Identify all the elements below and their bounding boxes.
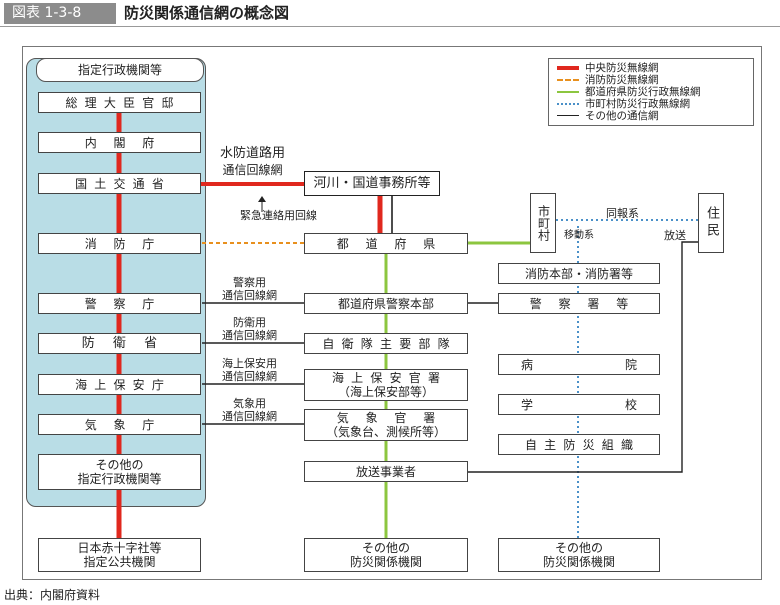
volunteer-org-box: 自主防災組織 (498, 434, 660, 455)
agency-group-title: 指定行政機関等 (36, 58, 204, 82)
emergency-line-label: 緊急連絡用回線 (240, 209, 317, 222)
police-hq-box: 都道府県警察本部 (304, 293, 468, 314)
municipality-box: 市町村 (530, 193, 556, 253)
met-office-line1: 気象官署 (336, 411, 452, 425)
met-office-box: 気象官署 （気象台、測候所等） (304, 409, 468, 441)
emergency-arrowhead (258, 196, 266, 202)
weather-line-label-1: 気象用 (233, 397, 266, 410)
fdma-box: 消防庁 (38, 233, 201, 254)
center-other-line2: 防災関係機関 (349, 555, 422, 569)
legend-swatch-central (557, 66, 579, 70)
other-agencies-box: その他の 指定行政機関等 (38, 454, 201, 490)
prefecture-box: 都道府県 (304, 233, 468, 254)
npa-box: 警察庁 (38, 293, 201, 314)
mod-box: 防衛省 (38, 333, 201, 354)
jcg-box: 海上保安庁 (38, 374, 201, 395)
coast-line-label: 海上保安用 通信回線網 (222, 357, 277, 383)
flood-line-label-1: 水防道路用 (220, 146, 286, 161)
police-line-label: 警察用 通信回線網 (222, 276, 277, 302)
broadcast-line (468, 241, 698, 473)
right-other-line2: 防災関係機関 (542, 555, 615, 569)
center-other-line1: その他の (361, 541, 410, 555)
legend-swatch-fire (557, 79, 579, 81)
broadcast-alert-label: 同報系 (606, 207, 639, 220)
police-station-box: 警察署等 (498, 293, 660, 314)
legend-label-fire: 消防防災無線網 (585, 74, 659, 86)
flood-line-label: 水防道路用 通信回線網 (220, 146, 285, 178)
legend-swatch-other (557, 115, 579, 116)
right-other-line1: その他の (554, 541, 603, 555)
police-line-label-2: 通信回線網 (222, 289, 277, 302)
figure-title: 防災関係通信網の概念図 (124, 4, 290, 22)
defense-line-label: 防衛用 通信回線網 (222, 316, 277, 342)
school-box: 学 校 (498, 394, 660, 415)
flood-line-label-2: 通信回線網 (222, 163, 283, 177)
defense-line-label-2: 通信回線網 (222, 329, 277, 342)
jma-box: 気象庁 (38, 414, 201, 435)
kantei-box: 総理大臣官邸 (38, 92, 201, 113)
coast-guard-line1: 海上保安官署 (331, 371, 448, 385)
coast-guard-box: 海上保安官署 （海上保安部等） (304, 369, 468, 401)
sdf-hq-box: 自衛隊主要部隊 (304, 333, 468, 354)
mlit-box: 国土交通省 (38, 173, 201, 194)
weather-line-label: 気象用 通信回線網 (222, 397, 277, 423)
river-office-box: 河川・国道事務所等 (304, 171, 440, 196)
source-note: 出典：内閣府資料 (4, 588, 101, 602)
met-office-line2: （気象台、測候所等） (325, 425, 446, 439)
legend: 中央防災無線網 消防防災無線網 都道府県防災行政無線網 市町村防災行政無線網 そ… (548, 58, 754, 126)
figure-header: 図表 1-3-8 防災関係通信網の概念図 (0, 0, 780, 27)
broadcast-label: 放送 (664, 229, 686, 242)
legend-label-other: その他の通信網 (585, 110, 659, 122)
residents-box: 住民 (698, 193, 724, 253)
other-agencies-line1: その他の (95, 458, 144, 472)
legend-swatch-prefectural (557, 91, 579, 93)
legend-label-prefectural: 都道府県防災行政無線網 (585, 86, 701, 98)
school-char1: 学 (521, 397, 534, 412)
broadcaster-box: 放送事業者 (304, 461, 468, 482)
legend-swatch-municipal (557, 103, 579, 105)
school-char2: 校 (624, 397, 637, 412)
header-rule (0, 26, 780, 27)
legend-label-municipal: 市町村防災行政無線網 (585, 98, 690, 110)
red-cross-box: 日本赤十字社等 指定公共機関 (38, 538, 201, 572)
red-cross-line2: 指定公共機関 (83, 555, 156, 569)
cabinet-office-box: 内閣府 (38, 132, 201, 153)
right-other-box: その他の 防災関係機関 (498, 538, 660, 572)
red-cross-line1: 日本赤十字社等 (77, 541, 162, 555)
police-line-label-1: 警察用 (233, 276, 266, 289)
weather-line-label-2: 通信回線網 (222, 410, 277, 423)
hospital-char1: 病 (521, 357, 534, 372)
other-agencies-line2: 指定行政機関等 (77, 472, 162, 486)
defense-line-label-1: 防衛用 (233, 316, 266, 329)
coast-guard-line2: （海上保安部等） (337, 385, 434, 399)
coast-line-label-2: 通信回線網 (222, 370, 277, 383)
center-other-box: その他の 防災関係機関 (304, 538, 468, 572)
figure-number: 図表 1-3-8 (4, 3, 116, 24)
legend-label-central: 中央防災無線網 (585, 62, 659, 74)
hospital-box: 病 院 (498, 354, 660, 375)
coast-line-label-1: 海上保安用 (222, 357, 277, 370)
fire-dept-box: 消防本部・消防署等 (498, 263, 660, 284)
mobile-label: 移動系 (564, 230, 594, 241)
hospital-char2: 院 (624, 357, 637, 372)
